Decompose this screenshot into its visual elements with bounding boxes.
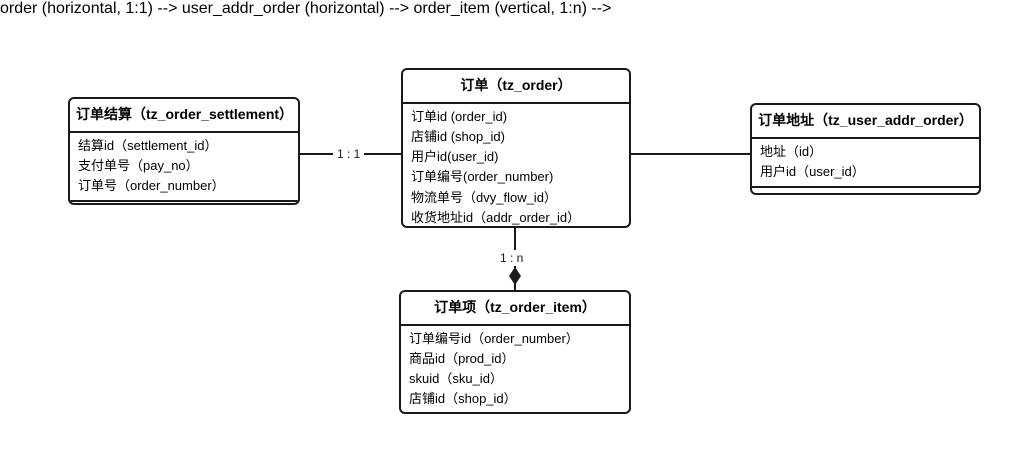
entity-tz-user-addr-order[interactable]: 订单地址（tz_user_addr_order） 地址（id） 用户id（use… — [750, 103, 981, 195]
entity-tz-order-item[interactable]: 订单项（tz_order_item） 订单编号id（order_number） … — [399, 290, 631, 414]
relationship-label-settlement-order: 1 : 1 — [333, 146, 365, 162]
field-row: 商品id（prod_id） — [409, 351, 515, 367]
field-row: 店铺id (shop_id) — [411, 129, 505, 145]
field-row: 物流单号（dvy_flow_id） — [411, 189, 557, 205]
field-row: 店铺id（shop_id） — [409, 391, 517, 407]
entity-header-tz-user-addr-order: 订单地址（tz_user_addr_order） — [752, 105, 979, 139]
field-row: 用户id（user_id） — [760, 164, 865, 180]
entity-fields-tz-order-settlement: 结算id（settlement_id） 支付单号（pay_no） 订单号（ord… — [70, 133, 298, 203]
entity-tz-order-settlement[interactable]: 订单结算（tz_order_settlement） 结算id（settlemen… — [68, 97, 300, 205]
entity-fields-tz-user-addr-order: 地址（id） 用户id（user_id） — [752, 139, 979, 189]
relationship-label-order-item: 1 : n — [496, 250, 528, 266]
field-row: 订单号（order_number） — [78, 178, 225, 194]
entity-header-tz-order-item: 订单项（tz_order_item） — [401, 292, 629, 326]
field-row: 支付单号（pay_no） — [78, 158, 199, 174]
field-row: 订单编号(order_number) — [411, 169, 554, 185]
field-row: 地址（id） — [760, 144, 823, 159]
field-row: 收货地址id（addr_order_id） — [411, 209, 581, 225]
field-row: 订单id (order_id) — [411, 109, 508, 124]
entity-header-tz-order: 订单（tz_order） — [403, 70, 629, 104]
connector-order-addr — [629, 153, 752, 155]
entity-fields-tz-order: 订单id (order_id) 店铺id (shop_id) 用户id(user… — [403, 104, 629, 226]
entity-tz-order[interactable]: 订单（tz_order） 订单id (order_id) 店铺id (shop_… — [401, 68, 631, 228]
entity-fields-tz-order-item: 订单编号id（order_number） 商品id（prod_id） skuid… — [401, 326, 629, 412]
field-row: 结算id（settlement_id） — [78, 138, 218, 153]
field-row: skuid（sku_id） — [409, 371, 503, 387]
field-row: 用户id(user_id) — [411, 149, 499, 165]
field-row: 订单编号id（order_number） — [409, 331, 579, 346]
entity-header-tz-order-settlement: 订单结算（tz_order_settlement） — [70, 99, 298, 133]
